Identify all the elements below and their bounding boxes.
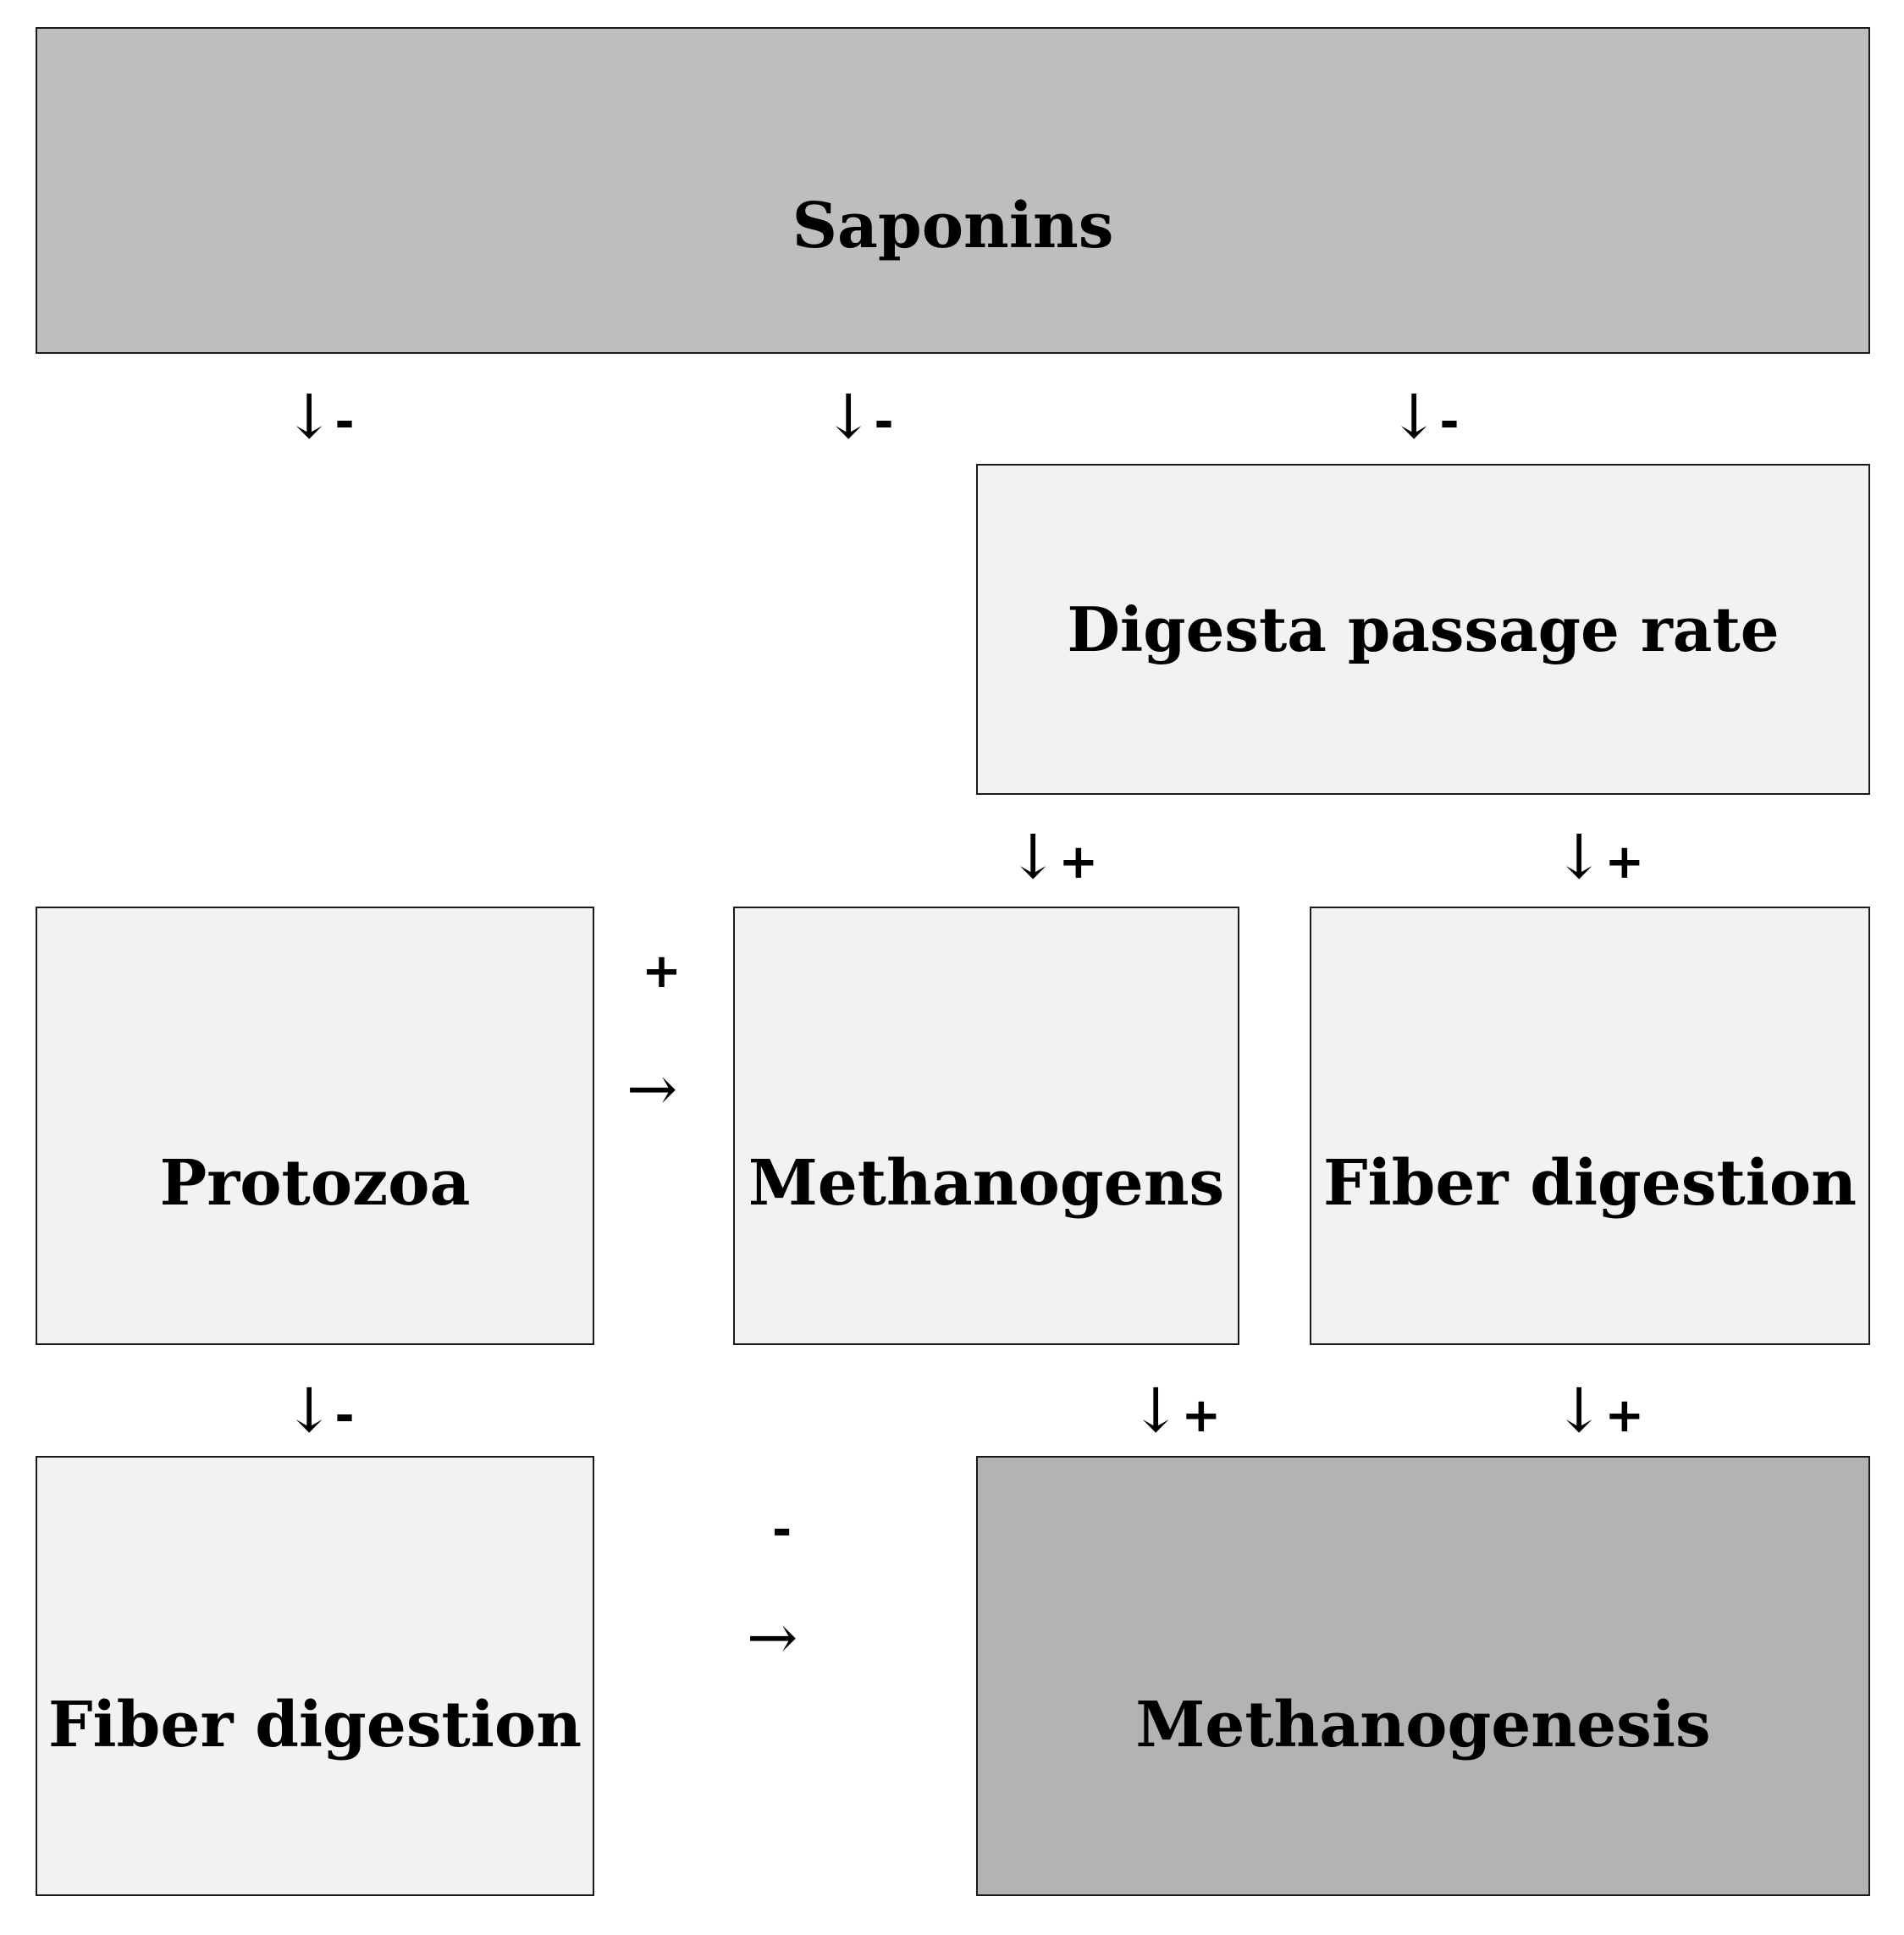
edge-sign: - xyxy=(1439,394,1460,449)
down-arrow-icon: ↓ xyxy=(1554,1375,1605,1446)
edge-sign: + xyxy=(642,944,682,999)
edge-sign: + xyxy=(1181,1388,1222,1443)
fiber-digestion-to-methanogenesis-edge: ↓+ xyxy=(1554,1380,1644,1441)
methanogens-box: Methanogens xyxy=(733,907,1239,1345)
methanogenesis-label: Methanogenesis xyxy=(1135,1689,1711,1761)
right-arrow-icon: → xyxy=(747,1601,798,1673)
edge-sign: - xyxy=(334,394,355,449)
down-arrow-icon: ↓ xyxy=(823,381,875,452)
passage-rate-to-fiber-digestion-edge: ↓+ xyxy=(1554,826,1644,887)
fiber-digestion-left-to-methanogenesis-arrow: → xyxy=(747,1607,797,1668)
saponins-to-protozoa-edge: ↓- xyxy=(284,386,355,447)
methanogens-label: Methanogens xyxy=(748,1147,1225,1220)
right-arrow-icon: → xyxy=(626,1053,678,1124)
down-arrow-icon: ↓ xyxy=(1554,821,1605,892)
edge-sign: - xyxy=(772,1502,792,1557)
edge-sign: - xyxy=(874,394,894,449)
saponins-to-passage-rate-edge: ↓- xyxy=(1388,386,1460,447)
saponins-label: Saponins xyxy=(792,190,1114,262)
edge-sign: + xyxy=(1604,1388,1645,1443)
edge-sign: + xyxy=(1058,835,1099,890)
down-arrow-icon: ↓ xyxy=(1007,821,1059,892)
saponins-box: Saponins xyxy=(36,27,1870,354)
fiber-digestion-left-label: Fiber digestion xyxy=(47,1689,582,1761)
protozoa-to-methanogens-sign: + xyxy=(642,948,682,995)
protozoa-to-fiber-digestion-edge: ↓- xyxy=(284,1380,355,1441)
down-arrow-icon: ↓ xyxy=(1388,381,1440,452)
protozoa-to-methanogens-arrow: → xyxy=(626,1058,677,1119)
passage-rate-to-methanogens-edge: ↓+ xyxy=(1007,826,1098,887)
fiber-digestion-right-label: Fiber digestion xyxy=(1322,1147,1857,1220)
fiber-digestion-right-box: Fiber digestion xyxy=(1310,907,1870,1345)
digesta-passage-rate-box: Digesta passage rate xyxy=(976,464,1870,795)
methanogenesis-box: Methanogenesis xyxy=(976,1456,1870,1896)
edge-sign: - xyxy=(334,1388,355,1443)
fiber-digestion-left-box: Fiber digestion xyxy=(36,1456,594,1896)
protozoa-box: Protozoa xyxy=(36,907,594,1345)
edge-sign: + xyxy=(1604,835,1645,890)
protozoa-label: Protozoa xyxy=(159,1147,471,1220)
digesta-passage-rate-label: Digesta passage rate xyxy=(1067,593,1780,665)
saponins-to-methanogens-edge: ↓- xyxy=(823,386,894,447)
down-arrow-icon: ↓ xyxy=(284,381,335,452)
down-arrow-icon: ↓ xyxy=(284,1375,335,1446)
down-arrow-icon: ↓ xyxy=(1130,1375,1182,1446)
fiber-digestion-left-to-methanogenesis-sign: - xyxy=(772,1507,792,1554)
methanogens-to-methanogenesis-edge: ↓+ xyxy=(1130,1380,1221,1441)
